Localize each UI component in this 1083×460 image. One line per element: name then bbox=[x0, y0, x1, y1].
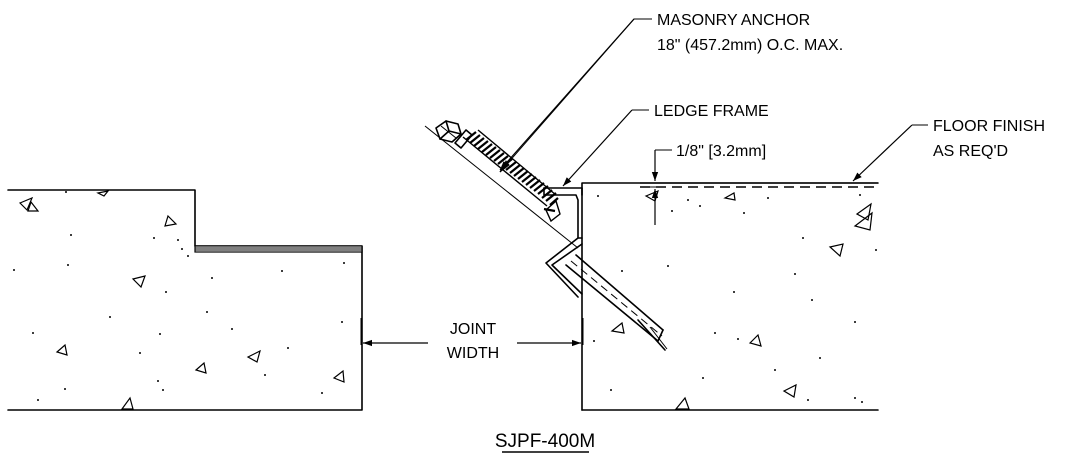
anchor-label-line2: 18" (457.2mm) O.C. MAX. bbox=[657, 37, 843, 54]
eighth-inch-dimension: 1/8" [3.2mm] bbox=[645, 143, 766, 225]
drawing-title: SJPF-400M bbox=[495, 431, 595, 453]
right-concrete-aggregate bbox=[593, 189, 877, 410]
left-concrete-slab bbox=[7, 189, 363, 411]
left-concrete-aggregate bbox=[13, 190, 345, 410]
ledge-frame bbox=[543, 187, 668, 351]
masonry-anchor-callout: MASONRY ANCHOR 18" (457.2mm) O.C. MAX. bbox=[499, 12, 843, 173]
floor-finish-label-line1: FLOOR FINISH bbox=[933, 118, 1045, 135]
eighth-inch-label: 1/8" [3.2mm] bbox=[676, 143, 766, 160]
left-floor-finish-layer bbox=[194, 245, 363, 253]
joint-width-label-line2: WIDTH bbox=[447, 345, 499, 362]
ledge-frame-callout: LEDGE FRAME bbox=[562, 103, 769, 187]
joint-width-dimension: JOINT WIDTH bbox=[360, 318, 584, 362]
floor-finish-label-line2: AS REQ'D bbox=[933, 143, 1008, 160]
anchor-threaded-shank bbox=[462, 129, 561, 223]
ledge-frame-label: LEDGE FRAME bbox=[654, 103, 769, 120]
anchor-hex-head bbox=[435, 120, 462, 143]
floor-finish-callout: FLOOR FINISH AS REQ'D bbox=[852, 118, 1045, 182]
right-floor-finish-line bbox=[640, 182, 878, 188]
anchor-label-line1: MASONRY ANCHOR bbox=[657, 12, 810, 29]
right-concrete-slab bbox=[581, 182, 879, 411]
masonry-anchor-bolt bbox=[424, 120, 579, 249]
drawing-title-text: SJPF-400M bbox=[495, 431, 595, 452]
joint-width-label-line1: JOINT bbox=[450, 321, 496, 338]
